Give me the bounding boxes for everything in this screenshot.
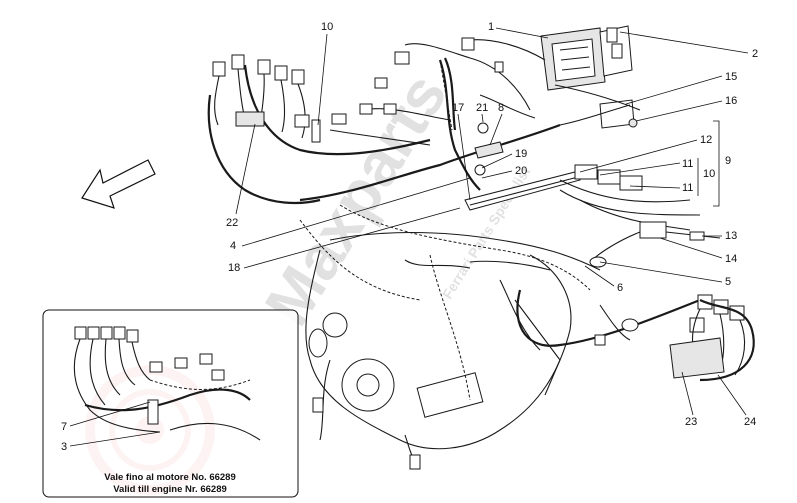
corrugated-conduit xyxy=(439,57,457,131)
ecu-unit xyxy=(540,25,633,91)
callout-number: 4 xyxy=(230,240,236,252)
leader-line xyxy=(681,371,694,416)
callout-number: 23 xyxy=(685,416,697,428)
callout-23: 23 xyxy=(681,371,697,428)
lower-harness xyxy=(312,289,701,470)
callout-number: 10 xyxy=(703,168,715,180)
callout-number: 3 xyxy=(61,441,67,453)
leader-line xyxy=(713,120,720,207)
callout-13: 13 xyxy=(702,230,737,242)
leader-line xyxy=(625,75,723,105)
callout-21: 21 xyxy=(476,102,488,123)
inset-note-italian: Vale fino al motore No. 66289 xyxy=(104,472,235,483)
callout-number: 17 xyxy=(452,102,464,114)
inset-note-english: Valid till engine Nr. 66289 xyxy=(113,484,227,495)
callout-17: 17 xyxy=(452,102,471,201)
coil-pack-right xyxy=(559,164,701,231)
callout-number: 6 xyxy=(617,282,623,294)
callout-24: 24 xyxy=(717,374,756,428)
callout-number: 9 xyxy=(725,155,731,167)
leader-line xyxy=(481,170,513,179)
callout-10-top: 10 xyxy=(317,21,333,126)
inset-drawing xyxy=(73,326,261,441)
callout-12: 12 xyxy=(579,134,712,173)
leader-line xyxy=(481,113,484,123)
leader-line xyxy=(629,185,681,189)
leader-line xyxy=(69,401,151,427)
callout-number: 24 xyxy=(744,416,756,428)
leader-line xyxy=(599,162,681,176)
callout-11-b: 11 xyxy=(629,182,693,194)
leader-line xyxy=(659,237,723,259)
callout-number: 18 xyxy=(228,262,240,274)
leader-line xyxy=(584,265,615,287)
leader-line xyxy=(457,113,471,201)
callout-6: 6 xyxy=(584,265,623,294)
leader-line xyxy=(69,431,161,447)
callout-15: 15 xyxy=(625,71,737,105)
callout-16: 16 xyxy=(635,95,737,122)
callout-number: 12 xyxy=(700,134,712,146)
callout-number: 7 xyxy=(61,421,67,433)
main-harness xyxy=(207,39,641,205)
callout-3: 3 xyxy=(61,431,161,453)
callout-number: 11 xyxy=(682,182,693,194)
connector-cluster-right xyxy=(669,294,755,382)
leader-line xyxy=(243,207,461,269)
callout-2: 2 xyxy=(619,31,758,60)
callout-20: 20 xyxy=(481,165,527,179)
callout-number: 10 xyxy=(321,21,333,33)
callout-number: 22 xyxy=(226,217,238,229)
callout-4: 4 xyxy=(230,177,471,252)
watermark-text: Maxparts xyxy=(251,61,461,337)
leader-line xyxy=(599,261,723,283)
callout-number: 14 xyxy=(725,253,737,265)
callout-number: 16 xyxy=(725,95,737,107)
engine-block xyxy=(299,204,601,450)
callout-1: 1 xyxy=(488,21,549,39)
relay-module xyxy=(599,99,638,129)
callout-18: 18 xyxy=(228,207,461,274)
fuel-rail xyxy=(464,122,581,211)
leader-line xyxy=(235,123,256,215)
injector-connectors-left xyxy=(212,54,306,139)
callout-number: 8 xyxy=(498,102,504,114)
callout-22: 22 xyxy=(226,123,256,229)
leader-line xyxy=(489,113,503,146)
callout-number: 20 xyxy=(515,165,527,177)
callout-number: 21 xyxy=(476,102,488,114)
leader-line xyxy=(317,33,328,126)
watermark-tagline: Ferrari Parts Specialist xyxy=(439,163,534,301)
leader-line xyxy=(619,31,749,54)
callout-number: 19 xyxy=(515,148,527,160)
leader-line xyxy=(481,153,513,169)
leader-line xyxy=(579,139,698,173)
direction-arrow-icon xyxy=(81,159,156,209)
leader-line xyxy=(495,27,549,39)
callout-labels: 1 2 15 16 10 17 21 8 19 20 12 11 10 11 9… xyxy=(226,21,758,428)
callout-number: 15 xyxy=(725,71,737,83)
callout-5: 5 xyxy=(599,261,731,288)
callout-11-a: 11 xyxy=(599,158,693,176)
callout-number: 2 xyxy=(752,48,758,60)
callout-10-right: 10 xyxy=(697,158,715,196)
callout-number: 5 xyxy=(725,276,731,288)
callout-7: 7 xyxy=(61,401,151,433)
leader-line xyxy=(635,100,723,122)
inset-box: 7 3 Vale fino al motore No. 66289 Valid … xyxy=(42,309,299,498)
lambda-sensor xyxy=(589,221,721,268)
leader-line xyxy=(241,177,471,247)
callout-number: 11 xyxy=(682,158,693,170)
callout-8: 8 xyxy=(489,102,504,146)
callout-number: 13 xyxy=(725,230,737,242)
callout-14: 14 xyxy=(659,237,737,265)
coil-connectors-top xyxy=(294,37,504,143)
leader-line xyxy=(717,374,747,416)
callout-number: 1 xyxy=(488,21,494,33)
callout-9: 9 xyxy=(713,120,731,207)
callout-19: 19 xyxy=(481,148,527,169)
